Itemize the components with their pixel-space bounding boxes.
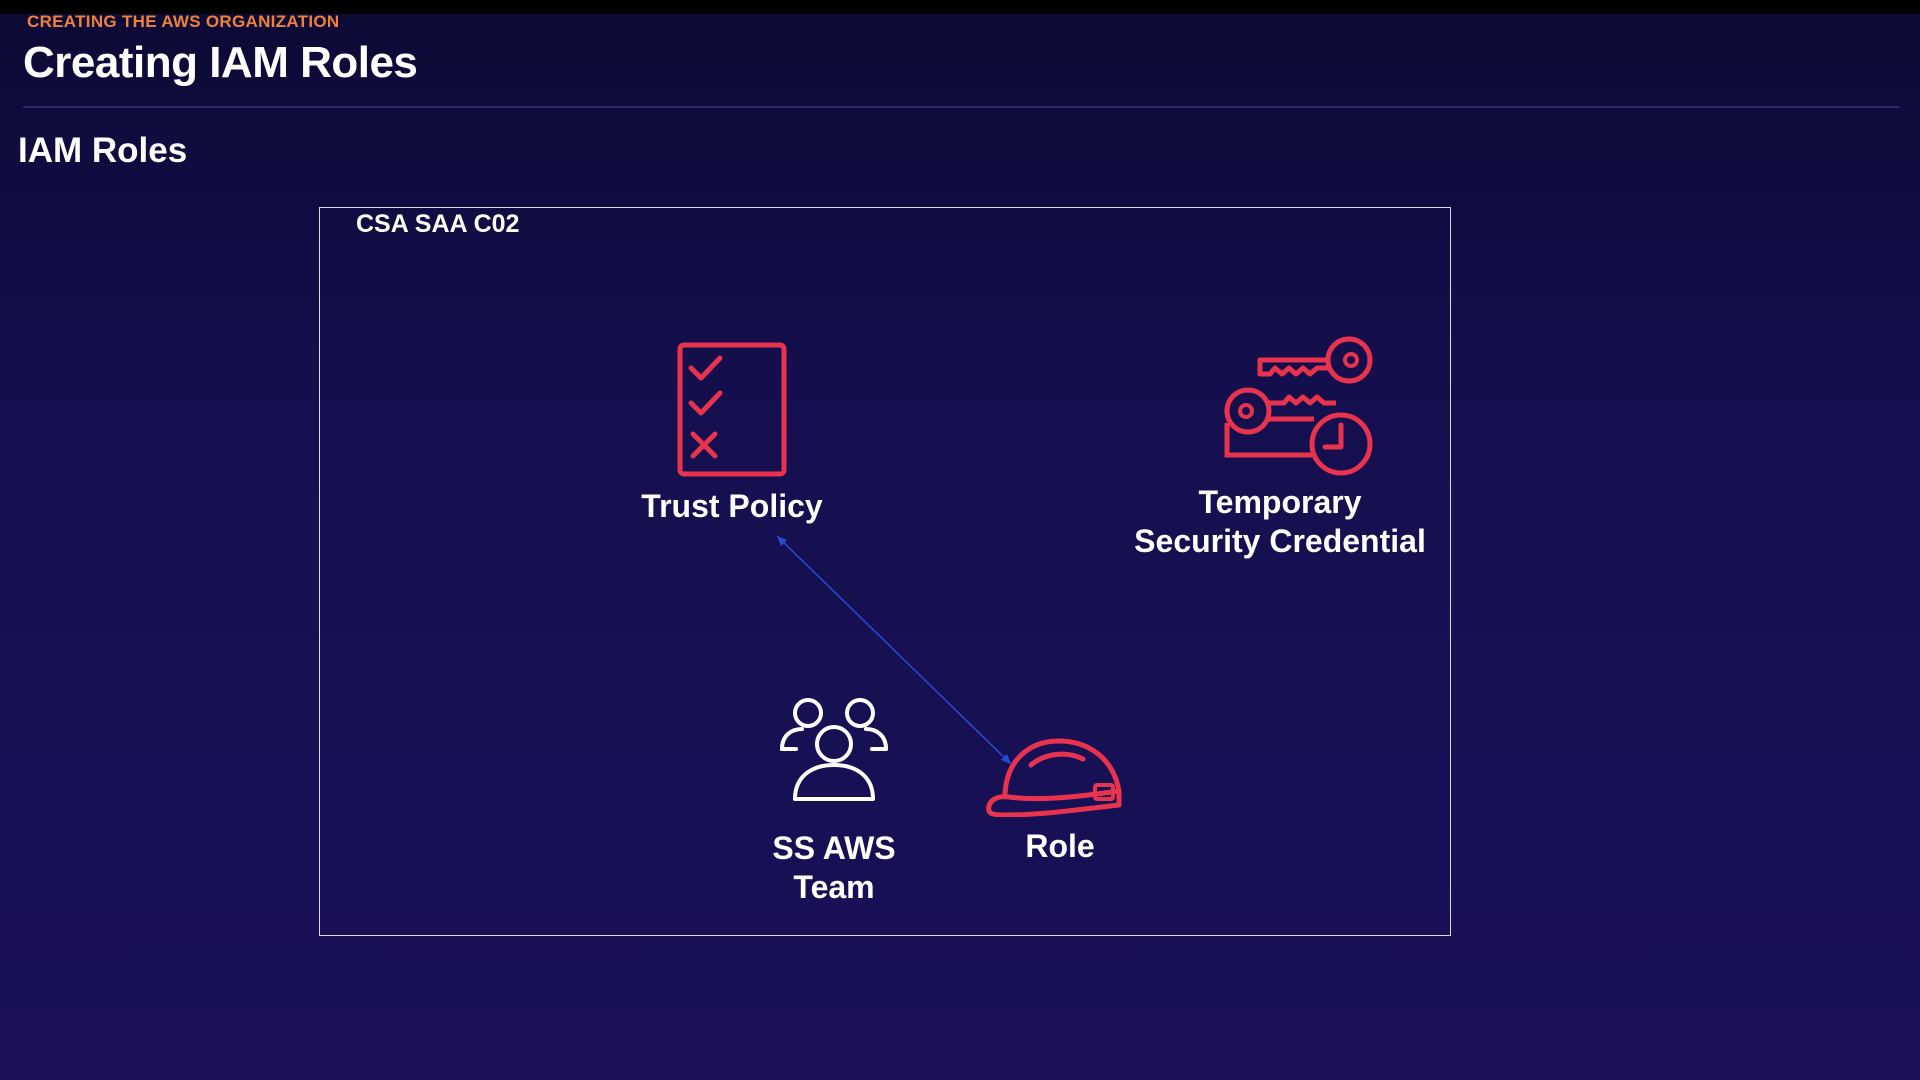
slide-eyebrow: CREATING THE AWS ORGANIZATION [27,12,340,31]
top-bar [0,0,1920,14]
role-label: Role [1025,828,1095,864]
header-divider [23,106,1899,108]
section-title: IAM Roles [18,131,188,170]
trust-policy-label: Trust Policy [641,488,823,524]
diagram-boundary-box [319,207,1451,936]
hard-hat-icon [986,738,1122,817]
diagram-box-label: CSA SAA C02 [356,210,520,238]
keys-clock-icon [1224,336,1373,476]
ss-aws-team-label: SS AWS Team [772,830,896,905]
temporary-security-credential-label: Temporary Security Credential [1134,484,1426,559]
checklist-icon [677,342,787,477]
users-group-icon [780,698,888,801]
page-title: Creating IAM Roles [23,38,418,87]
